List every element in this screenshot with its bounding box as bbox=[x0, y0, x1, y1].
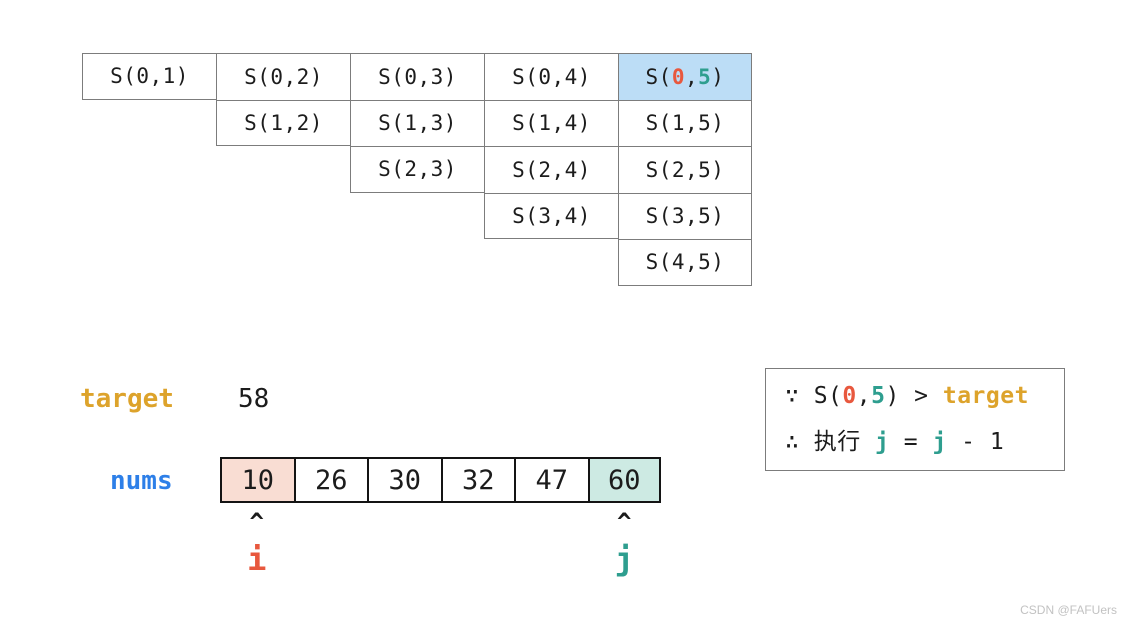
sum-cell: S(0,1) bbox=[82, 53, 216, 100]
pointer-label-i: i bbox=[247, 540, 267, 578]
text-segment: 5 bbox=[871, 382, 886, 409]
sum-cell: S(2,4) bbox=[484, 146, 618, 193]
sum-cell: S(2,5) bbox=[618, 146, 752, 193]
text-segment: ∴ 执行 bbox=[785, 429, 876, 456]
text-segment: , bbox=[684, 64, 699, 89]
watermark: CSDN @FAFUers bbox=[1020, 603, 1117, 617]
text-segment: target bbox=[942, 382, 1029, 409]
text-segment: j bbox=[932, 429, 947, 456]
text-segment: ) bbox=[711, 64, 725, 89]
inference-line-2: ∴ 执行 j = j - 1 bbox=[785, 422, 1045, 456]
nums-cell: 32 bbox=[440, 457, 514, 503]
sum-cell: S(3,5) bbox=[618, 192, 752, 239]
inference-box: ∵ S(0,5) > target ∴ 执行 j = j - 1 bbox=[765, 368, 1065, 471]
text-segment: - 1 bbox=[946, 429, 1005, 456]
text-segment: 0 bbox=[671, 64, 685, 89]
caret-icon: ^ bbox=[617, 508, 632, 536]
text-segment: ) > bbox=[885, 382, 943, 409]
sum-cell: S(1,3) bbox=[350, 99, 484, 146]
nums-cell: 30 bbox=[367, 457, 441, 503]
sum-cell: S(0,3) bbox=[350, 53, 484, 100]
text-segment: , bbox=[856, 382, 872, 409]
prefix-sum-table: S(0,1)S(0,2)S(0,3)S(0,4)S(0,5)S(1,2)S(1,… bbox=[82, 53, 754, 287]
nums-cell: 10 bbox=[220, 457, 294, 503]
caret-icon: ^ bbox=[249, 508, 264, 536]
nums-cell: 47 bbox=[514, 457, 588, 503]
sum-cell: S(1,5) bbox=[618, 99, 752, 146]
sum-cell: S(1,2) bbox=[216, 99, 350, 146]
sum-cell: S(4,5) bbox=[618, 239, 752, 286]
nums-cell: 60 bbox=[587, 457, 661, 503]
target-value: 58 bbox=[238, 384, 270, 414]
sum-cell: S(0,2) bbox=[216, 53, 350, 100]
text-segment: 0 bbox=[842, 382, 857, 409]
sum-cell: S(0,4) bbox=[484, 53, 618, 100]
text-segment: S( bbox=[645, 64, 672, 89]
sum-cell: S(2,3) bbox=[350, 146, 484, 193]
text-segment: = bbox=[889, 429, 933, 456]
sum-cell: S(3,4) bbox=[484, 192, 618, 239]
pointer-label-j: j bbox=[614, 540, 634, 578]
target-label: target bbox=[80, 384, 174, 414]
text-segment: j bbox=[875, 429, 890, 456]
nums-cell: 26 bbox=[293, 457, 367, 503]
sum-cell-highlighted: S(0,5) bbox=[618, 53, 752, 100]
text-segment: ∵ S( bbox=[785, 382, 843, 409]
text-segment: 5 bbox=[698, 64, 712, 89]
nums-label: nums bbox=[110, 466, 173, 496]
sum-cell: S(1,4) bbox=[484, 99, 618, 146]
inference-line-1: ∵ S(0,5) > target bbox=[785, 383, 1045, 409]
